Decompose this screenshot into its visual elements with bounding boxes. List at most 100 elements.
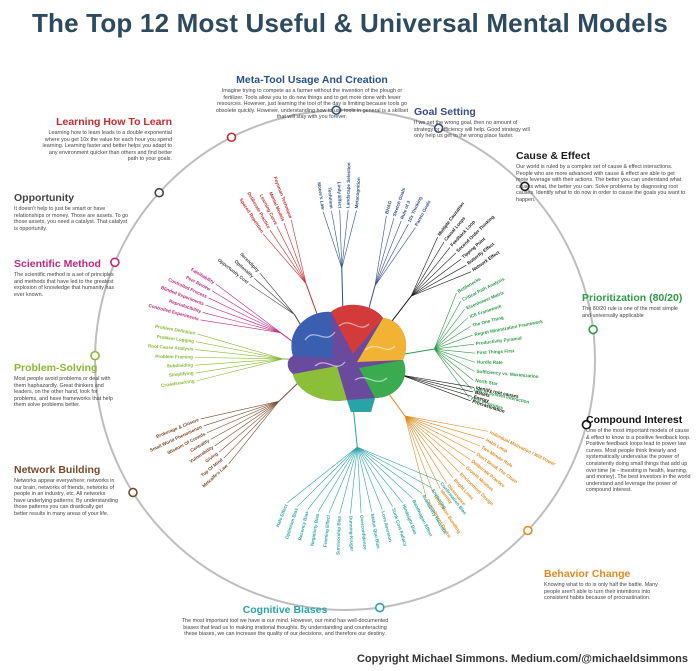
branch-label: Moore's Law: [317, 182, 326, 210]
ring-node: [588, 324, 598, 335]
model-description: The scientific method is a set of princi…: [14, 272, 115, 298]
branch-twig: [196, 358, 284, 382]
branch-twig: [356, 447, 373, 512]
ring-node: [128, 487, 138, 498]
page-title: The Top 12 Most Useful & Universal Menta…: [31, 8, 669, 38]
branch-twig: [434, 326, 471, 350]
branch-label: Crowdsourcing: [161, 378, 195, 388]
branch-twig: [434, 348, 472, 390]
branch-twig: [206, 401, 279, 434]
branch-label: Problem Framing: [155, 354, 193, 360]
branch-twig: [357, 446, 432, 488]
branch-label: Loss Aversion: [381, 511, 393, 543]
branch-label: Problem Logging: [156, 334, 194, 344]
model-opportunity: Opportunity It doesn't help to just be s…: [14, 192, 130, 232]
branch-twig: [211, 290, 281, 333]
branch-label: Overconfidence: [359, 515, 368, 550]
model-description: If we set the wrong goal, then no amount…: [414, 120, 530, 140]
branch-twig: [205, 304, 281, 333]
branch-label: Recency Bias: [297, 510, 309, 541]
branch-twig: [434, 300, 462, 350]
ring-node: [331, 105, 342, 115]
branch-twig: [411, 271, 472, 297]
branch-twig: [374, 223, 409, 286]
branch-twig: [400, 374, 471, 402]
branch-twig: [339, 210, 343, 269]
model-description: Networks appear everywhere; networks in …: [14, 478, 118, 517]
ring-nodes-layer: [90, 105, 598, 613]
branch-twig: [357, 446, 440, 482]
branch-twig: [283, 222, 307, 284]
branch-twig: [411, 264, 467, 297]
model-description: Most people avoid problems or deal with …: [14, 376, 113, 409]
branch-twig: [404, 415, 460, 473]
branch-twig: [404, 415, 448, 484]
branch-twig: [404, 415, 489, 432]
branch-twig: [208, 297, 281, 333]
model-title: Compound Interest: [586, 414, 683, 426]
branch-twig: [318, 446, 358, 512]
branch-label: Sufficiency vs. Maximization: [476, 369, 539, 379]
branch-twig: [331, 210, 343, 269]
model-description: Our world is ruled by a complex set of c…: [516, 164, 686, 203]
branch-twig: [434, 309, 465, 350]
branch-twig: [276, 226, 307, 284]
model-cognitive: Cognitive Biases The most important tool…: [178, 604, 392, 638]
branch-twig: [357, 446, 403, 503]
branch-twig: [287, 446, 358, 504]
model-title: Prioritization (80/20): [582, 292, 683, 304]
branch-twig: [357, 446, 423, 494]
model-cause: Cause & Effect Our world is ruled by a c…: [516, 150, 688, 204]
model-title: Cause & Effect: [516, 150, 591, 162]
branch-twig: [410, 247, 451, 297]
model-network: Network Building Networks appear everywh…: [14, 464, 118, 518]
branch-label: Beliefs: [474, 390, 490, 399]
branch-twig: [200, 319, 281, 333]
branch-twig: [263, 234, 307, 284]
ring-node: [154, 187, 165, 198]
branch-twig: [214, 401, 280, 447]
model-description: It doesn't help to just be smart or have…: [14, 206, 129, 232]
model-prioritization: Prioritization (80/20) The 80/20 rule is…: [582, 292, 688, 319]
branch-twig: [404, 415, 485, 440]
branch-twig: [195, 358, 284, 374]
ring-node: [374, 602, 385, 613]
branch-label: Productivity Pyramid: [476, 336, 522, 347]
branch-twig: [195, 358, 284, 366]
ring-node: [433, 123, 444, 134]
branch-label: Framing Effect: [323, 514, 331, 547]
branch-label: Energy: [473, 394, 490, 403]
model-title: Network Building: [14, 464, 101, 476]
branch-label: First Things First: [477, 348, 515, 355]
branch-label: Landscape Selection: [345, 162, 351, 208]
model-title: Scientific Method: [14, 258, 101, 270]
branch-label: BHAG: [384, 200, 393, 215]
branch-twig: [411, 258, 462, 297]
copyright-credit: Copyright Michael Simmons. Medium.com/@m…: [356, 653, 688, 665]
branch-twig: [374, 215, 387, 286]
branch-twig: [434, 292, 457, 350]
branch-twig: [410, 252, 456, 297]
model-problem: Problem-Solving Most people avoid proble…: [14, 362, 114, 409]
branch-twig: [434, 348, 476, 363]
branch-label: Optimism Bias: [284, 507, 299, 540]
branch-twig: [259, 272, 295, 315]
branch-twig: [200, 401, 279, 420]
branch-twig: [404, 415, 466, 467]
branch-label: Status Quo Bias: [370, 513, 381, 549]
branch-label: Survivorship Bias: [335, 515, 341, 555]
branch-twig: [322, 211, 343, 269]
model-meta-tool: Meta-Tool Usage And Creation Imagine try…: [214, 74, 410, 121]
branch-twig: [410, 236, 438, 297]
branch-twig: [197, 333, 284, 360]
branch-twig: [434, 348, 475, 354]
model-learning: Learning How To Learn Learning how to le…: [40, 116, 172, 163]
branch-twig: [374, 220, 402, 286]
branch-twig: [254, 278, 295, 315]
branch-label: Network Effect: [471, 250, 501, 273]
ring-node: [90, 350, 100, 361]
branch-label: Lindy Effect: [337, 182, 343, 209]
branch-twig: [404, 415, 476, 454]
branch-twig: [434, 334, 473, 350]
ring-node: [581, 419, 592, 430]
